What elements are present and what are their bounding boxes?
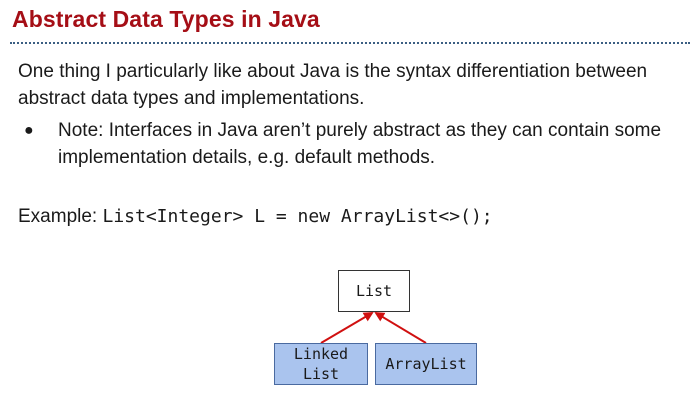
arrow-arraylist-to-list [374, 311, 427, 344]
title-divider [10, 42, 690, 44]
note-bullet: ● Note: Interfaces in Java aren’t purely… [24, 117, 684, 171]
diagram-node-linked-list: Linked List [274, 343, 368, 385]
arrow-linked-to-list [320, 311, 374, 344]
diagram-node-arraylist: ArrayList [375, 343, 477, 385]
slide-title: Abstract Data Types in Java [12, 6, 320, 32]
example-line: Example: List<Integer> L = new ArrayList… [18, 203, 493, 230]
bullet-dot-icon: ● [24, 122, 34, 139]
diagram-node-list: List [338, 270, 410, 312]
intro-paragraph: One thing I particularly like about Java… [18, 61, 648, 109]
example-code: List<Integer> L = new ArrayList<>(); [102, 206, 493, 227]
example-label: Example: [18, 206, 103, 227]
note-text: Note: Interfaces in Java aren’t purely a… [58, 120, 662, 168]
